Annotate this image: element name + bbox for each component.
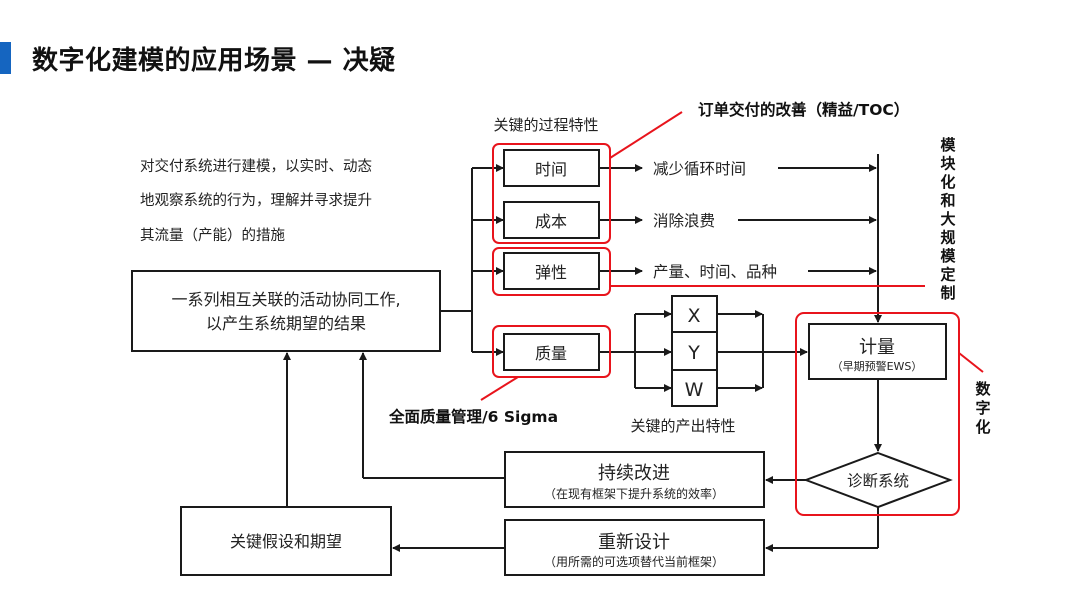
highlight-quality-group (492, 325, 611, 378)
vertical-char: 模 (940, 247, 956, 265)
callout-line-quality (480, 376, 519, 401)
callout-line-lean (609, 111, 683, 159)
output-characteristics-label: 关键的产出特性 (630, 417, 735, 435)
annotation-quality: 全面质量管理/6 Sigma (388, 407, 558, 426)
output-box-y (671, 331, 718, 371)
output-w-label: W (685, 379, 704, 401)
callout-line-digital (958, 352, 984, 373)
annotation-digital-vertical: 数字化 (975, 380, 991, 436)
system-box-line-2: 以产生系统期望的结果 (206, 314, 366, 333)
output-box-w (671, 369, 718, 407)
redesign-title: 重新设计 (598, 532, 670, 553)
process-time-label: 时间 (535, 160, 567, 179)
vertical-char: 化 (975, 418, 990, 436)
outcome-flex: 产量、时间、品种 (653, 263, 777, 281)
annotation-customization-vertical: 模块化和大规模定制 (940, 136, 956, 302)
vertical-char: 化 (940, 173, 955, 191)
continuous-improvement-title: 持续改进 (598, 463, 670, 484)
annotation-digital-char: 数字化 (975, 380, 991, 436)
vertical-char: 大 (940, 210, 955, 228)
vertical-char: 制 (940, 284, 955, 302)
vertical-char: 字 (975, 399, 990, 417)
assumptions-label: 关键假设和期望 (230, 532, 342, 551)
title-accent-bar (0, 42, 11, 74)
redesign-box (504, 519, 765, 576)
highlight-digital-group (795, 312, 960, 516)
process-box-quality (503, 333, 600, 371)
intro-line-3: 其流量（产能）的措施 (140, 227, 285, 244)
process-flex-label: 弹性 (535, 263, 567, 282)
outcome-time: 减少循环时间 (653, 160, 746, 178)
vertical-char: 规 (940, 229, 955, 247)
process-quality-label: 质量 (535, 344, 567, 363)
intro-line-2: 地观察系统的行为，理解并寻求提升 (140, 191, 372, 209)
redesign-subtitle: （用所需的可选项替代当前框架） (544, 554, 724, 569)
annotation-lean: 订单交付的改善（精益/TOC） (698, 100, 909, 119)
vertical-char: 数 (975, 380, 991, 398)
continuous-improvement-subtitle: （在现有框架下提升系统的效率） (544, 486, 724, 501)
highlight-lean-group (492, 143, 611, 244)
intro-line-1: 对交付系统进行建模，以实时、动态 (140, 157, 372, 175)
outcome-cost: 消除浪费 (653, 212, 715, 230)
vertical-char: 定 (940, 266, 955, 284)
system-box (131, 270, 441, 352)
output-x-label: X (687, 305, 700, 327)
diagnosis-label: 诊断系统 (847, 472, 909, 490)
assumptions-box (180, 506, 392, 576)
measure-title: 计量 (859, 337, 895, 358)
highlight-flex-group (492, 247, 611, 296)
vertical-char: 和 (940, 192, 955, 210)
annotation-customization-char: 模块化和大规模定制 (940, 136, 956, 302)
system-box-line-1: 一系列相互关联的活动协同工作, (171, 290, 400, 309)
page-title: 数字化建模的应用场景 — 决疑 (32, 46, 396, 76)
process-box-cost (503, 201, 600, 239)
vertical-char: 模 (940, 136, 956, 154)
process-cost-label: 成本 (535, 212, 567, 231)
continuous-improvement-box (504, 451, 765, 508)
vertical-char: 块 (940, 155, 956, 173)
process-characteristics-label: 关键的过程特性 (493, 116, 598, 134)
output-y-label: Y (687, 342, 700, 364)
measure-subtitle: （早期预警EWS） (832, 359, 923, 373)
